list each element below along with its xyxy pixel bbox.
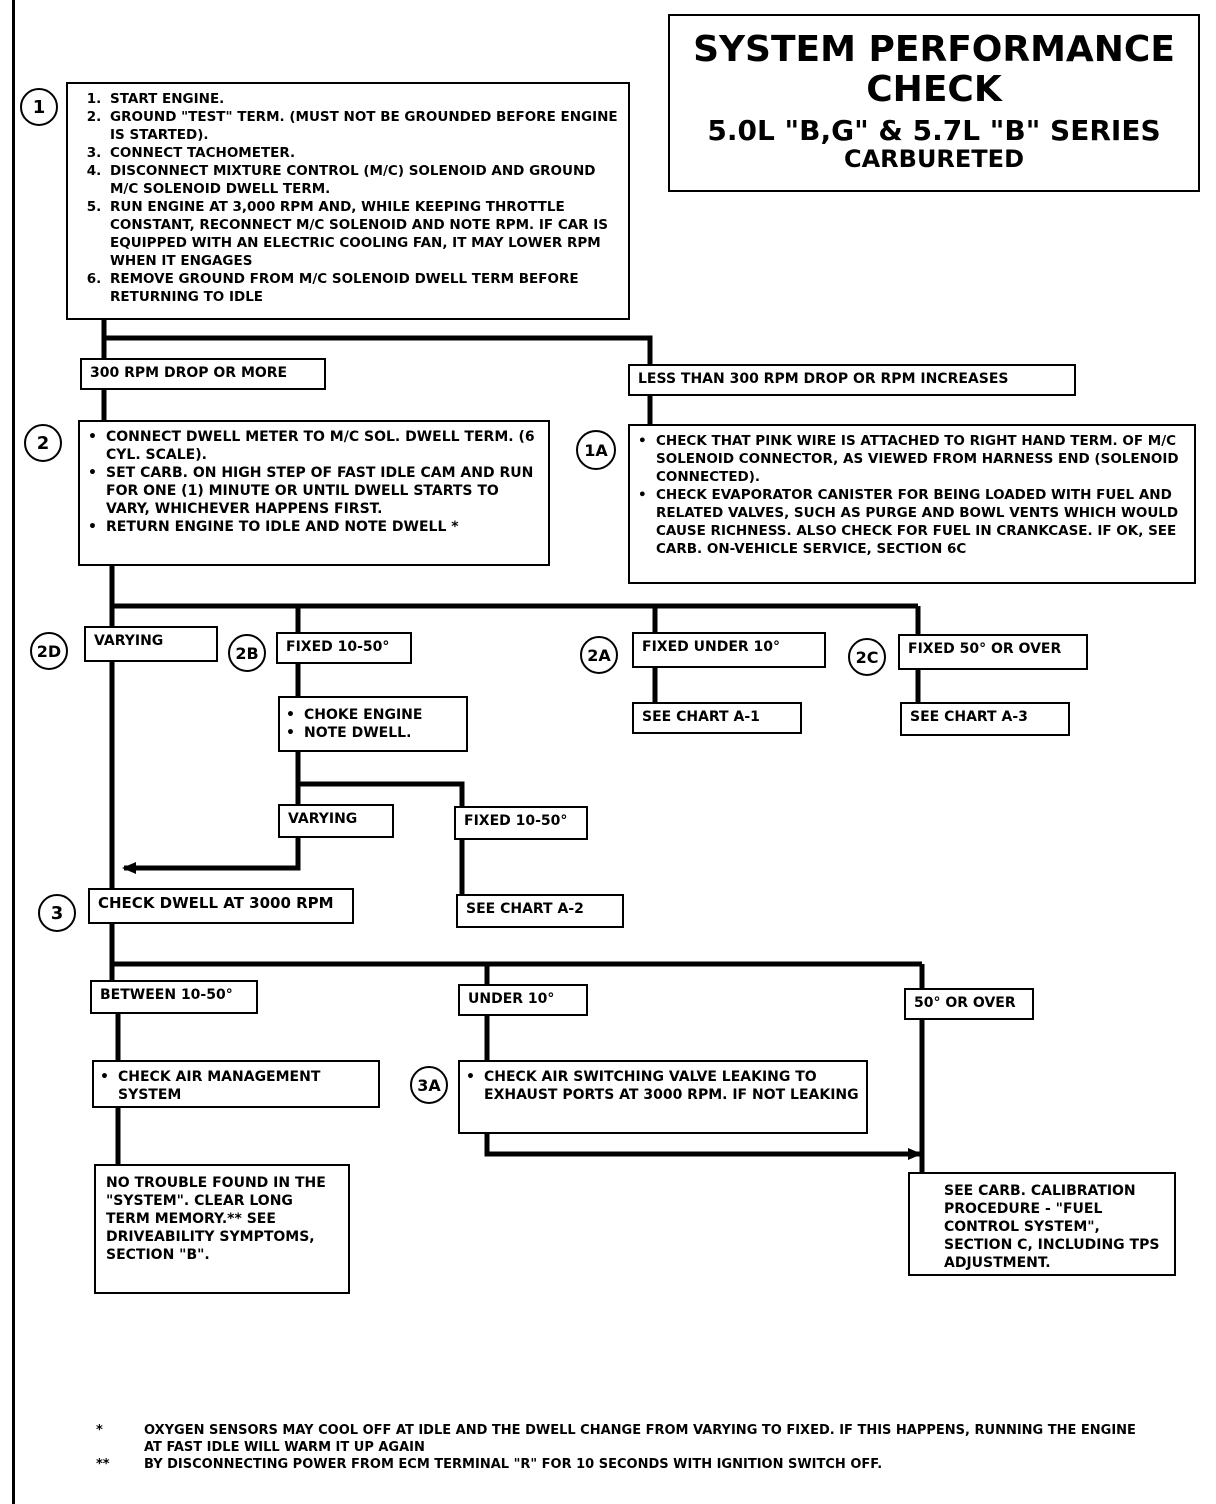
step-1a-marker: 1A bbox=[576, 430, 616, 470]
choke-list: CHOKE ENGINE NOTE DWELL. bbox=[280, 698, 466, 746]
step-2d-marker: 2D bbox=[30, 632, 68, 670]
step1-item: GROUND "TEST" TERM. (MUST NOT BE GROUNDE… bbox=[106, 108, 622, 144]
step1-instructions-box: START ENGINE. GROUND "TEST" TERM. (MUST … bbox=[66, 82, 630, 320]
choke-box: CHOKE ENGINE NOTE DWELL. bbox=[278, 696, 468, 752]
step1-item: CONNECT TACHOMETER. bbox=[106, 144, 622, 162]
footnotes: * OXYGEN SENSORS MAY COOL OFF AT IDLE AN… bbox=[96, 1422, 1156, 1473]
choke-fixed-label: FIXED 10-50° bbox=[454, 806, 588, 840]
footnote-2-text: BY DISCONNECTING POWER FROM ECM TERMINAL… bbox=[144, 1457, 883, 1472]
connector-step1 bbox=[101, 318, 653, 364]
step1-list: START ENGINE. GROUND "TEST" TERM. (MUST … bbox=[68, 84, 628, 310]
dwell-over-label: 50° OR OVER bbox=[904, 988, 1034, 1020]
step-3a-marker: 3A bbox=[410, 1066, 448, 1104]
step1-item: RUN ENGINE AT 3,000 RPM AND, WHILE KEEPI… bbox=[106, 198, 622, 270]
no-trouble-box: NO TROUBLE FOUND IN THE "SYSTEM". CLEAR … bbox=[94, 1164, 350, 1294]
air-management-item: CHECK AIR MANAGEMENT SYSTEM bbox=[100, 1068, 372, 1104]
step1-item: DISCONNECT MIXTURE CONTROL (M/C) SOLENOI… bbox=[106, 162, 622, 198]
step2-item: CONNECT DWELL METER TO M/C SOL. DWELL TE… bbox=[88, 428, 542, 464]
footnote-1-mark: * bbox=[96, 1423, 103, 1438]
title-line1: SYSTEM PERFORMANCE bbox=[693, 29, 1175, 70]
footnote-2-mark: ** bbox=[96, 1457, 110, 1472]
dwell-fixed-10-50-label: FIXED 10-50° bbox=[276, 632, 412, 664]
step1-item: REMOVE GROUND FROM M/C SOLENOID DWELL TE… bbox=[106, 270, 622, 306]
dwell-varying-label: VARYING bbox=[84, 626, 218, 662]
step-1-marker: 1 bbox=[20, 88, 58, 126]
step1-item: START ENGINE. bbox=[106, 90, 622, 108]
footnote-2: ** BY DISCONNECTING POWER FROM ECM TERMI… bbox=[96, 1456, 1156, 1473]
step-3-marker: 3 bbox=[38, 894, 76, 932]
air-management-list: CHECK AIR MANAGEMENT SYSTEM bbox=[94, 1062, 378, 1108]
title-line4: CARBURETED bbox=[843, 145, 1024, 173]
step-2-marker: 2 bbox=[24, 424, 62, 462]
see-chart-a1: SEE CHART A-1 bbox=[632, 702, 802, 734]
step1a-list: CHECK THAT PINK WIRE IS ATTACHED TO RIGH… bbox=[630, 426, 1194, 562]
step1a-item: CHECK THAT PINK WIRE IS ATTACHED TO RIGH… bbox=[638, 432, 1188, 486]
footnote-1-text: OXYGEN SENSORS MAY COOL OFF AT IDLE AND … bbox=[144, 1423, 1136, 1455]
rpm-drop-label: 300 RPM DROP OR MORE bbox=[80, 358, 326, 390]
check-dwell-3000-label: CHECK DWELL AT 3000 RPM bbox=[88, 888, 354, 924]
connector-switch-arrow bbox=[484, 1134, 922, 1160]
step1a-instructions-box: CHECK THAT PINK WIRE IS ATTACHED TO RIGH… bbox=[628, 424, 1196, 584]
air-management-box: CHECK AIR MANAGEMENT SYSTEM bbox=[92, 1060, 380, 1108]
connector-choke-split bbox=[295, 752, 465, 806]
see-chart-a2: SEE CHART A-2 bbox=[456, 894, 624, 928]
dwell-under-label: UNDER 10° bbox=[458, 984, 588, 1016]
title-line2: CHECK bbox=[866, 69, 1002, 110]
page-edge-line bbox=[12, 0, 15, 1504]
step-2c-marker: 2C bbox=[848, 638, 886, 676]
step2-item: SET CARB. ON HIGH STEP OF FAST IDLE CAM … bbox=[88, 464, 542, 518]
step1a-item: CHECK EVAPORATOR CANISTER FOR BEING LOAD… bbox=[638, 486, 1188, 558]
title-line3: 5.0L "B,G" & 5.7L "B" SERIES bbox=[707, 114, 1161, 147]
step2-instructions-box: CONNECT DWELL METER TO M/C SOL. DWELL TE… bbox=[78, 420, 550, 566]
step-2b-marker: 2B bbox=[228, 634, 266, 672]
step2-list: CONNECT DWELL METER TO M/C SOL. DWELL TE… bbox=[80, 422, 548, 540]
see-chart-a3: SEE CHART A-3 bbox=[900, 702, 1070, 736]
choke-item: NOTE DWELL. bbox=[286, 724, 460, 742]
dwell-between-label: BETWEEN 10-50° bbox=[90, 980, 258, 1014]
dwell-fixed-under-10-label: FIXED UNDER 10° bbox=[632, 632, 826, 668]
choke-varying-label: VARYING bbox=[278, 804, 394, 838]
rpm-less-label: LESS THAN 300 RPM DROP OR RPM INCREASES bbox=[628, 364, 1076, 396]
chart-title-box: SYSTEM PERFORMANCE CHECK 5.0L "B,G" & 5.… bbox=[668, 14, 1200, 192]
choke-item: CHOKE ENGINE bbox=[286, 706, 460, 724]
dwell-fixed-50-over-label: FIXED 50° OR OVER bbox=[898, 634, 1088, 670]
air-switching-item: CHECK AIR SWITCHING VALVE LEAKING TO EXH… bbox=[466, 1068, 860, 1104]
connector-step3 bbox=[109, 924, 922, 967]
connector-varying-arrow bbox=[122, 836, 301, 874]
step2-item: RETURN ENGINE TO IDLE AND NOTE DWELL * bbox=[88, 518, 542, 536]
footnote-1: * OXYGEN SENSORS MAY COOL OFF AT IDLE AN… bbox=[96, 1422, 1156, 1456]
air-switching-box: CHECK AIR SWITCHING VALVE LEAKING TO EXH… bbox=[458, 1060, 868, 1134]
carb-calibration-box: SEE CARB. CALIBRATION PROCEDURE - "FUEL … bbox=[908, 1172, 1176, 1276]
step-2a-marker: 2A bbox=[580, 636, 618, 674]
air-switching-list: CHECK AIR SWITCHING VALVE LEAKING TO EXH… bbox=[460, 1062, 866, 1108]
